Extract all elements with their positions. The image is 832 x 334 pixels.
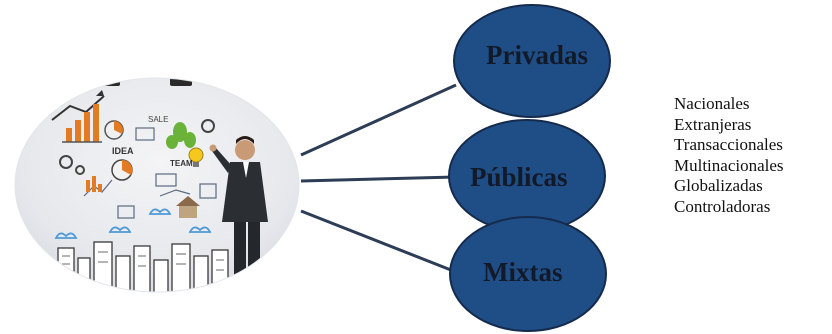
- businessman-figure: [209, 136, 268, 292]
- list-item: Multinacionales: [674, 155, 784, 175]
- company-types-list: Nacionales Extranjeras Transaccionales M…: [674, 94, 784, 218]
- list-item: Nacionales: [674, 94, 750, 113]
- svg-text:TEAM: TEAM: [170, 159, 193, 168]
- list-item: Globalizadas: [674, 176, 763, 196]
- list-item: Controladoras: [674, 196, 771, 216]
- connector-mixtas: [300, 209, 457, 274]
- svg-text:IDEA: IDEA: [112, 146, 134, 156]
- node-label-privadas: Privadas: [486, 40, 589, 70]
- connectors: [300, 83, 457, 274]
- list-item: Extranjeras: [674, 114, 752, 134]
- node-label-mixtas: Mixtas: [483, 257, 563, 287]
- connector-publicas: [300, 175, 457, 183]
- node-privadas: [453, 4, 611, 118]
- list-item: Transaccionales: [674, 135, 783, 155]
- node-mixtas: [449, 216, 607, 332]
- node-label-publicas: Públicas: [470, 162, 568, 192]
- connector-privadas: [300, 83, 457, 157]
- svg-text:SALE: SALE: [148, 115, 168, 124]
- business-sketch-illustration-icon: IDEA SALE TEAM: [15, 78, 299, 292]
